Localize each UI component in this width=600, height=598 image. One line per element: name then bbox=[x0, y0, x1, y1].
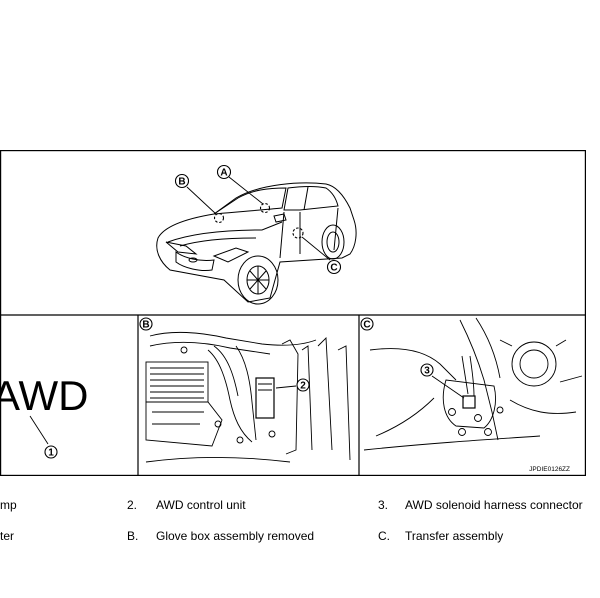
legend-item-3: AWD solenoid harness connector bbox=[405, 498, 583, 512]
legend-letter-b: B. bbox=[127, 529, 139, 543]
glove-box-removed-view: B bbox=[139, 317, 351, 463]
callout-1: 1 bbox=[44, 445, 58, 459]
svg-text:1: 1 bbox=[48, 448, 54, 459]
vehicle-overview-illustration bbox=[156, 182, 357, 305]
location-marker-b bbox=[213, 212, 225, 224]
legend-item-b: Glove box assembly removed bbox=[156, 529, 315, 543]
legend-letter-c: C. bbox=[378, 529, 390, 543]
svg-text:2: 2 bbox=[300, 381, 306, 392]
callout-b: B bbox=[174, 173, 190, 189]
svg-text:B: B bbox=[178, 177, 185, 188]
callout-3: 3 bbox=[420, 363, 434, 377]
figure-frame bbox=[0, 150, 586, 476]
legend-item-a: ter bbox=[0, 529, 15, 543]
image-code: JPDIE0126ZZ bbox=[529, 466, 570, 473]
legend-item-2: AWD control unit bbox=[156, 498, 246, 512]
legend-num-3: 3. bbox=[378, 498, 389, 512]
callout-c: C bbox=[326, 259, 342, 275]
awd-warning-lamp-panel: AWD 1 bbox=[0, 372, 88, 459]
callout-c-panel: C bbox=[360, 317, 374, 331]
svg-text:C: C bbox=[363, 320, 370, 331]
callout-2: 2 bbox=[296, 378, 310, 392]
location-marker-c bbox=[292, 227, 304, 239]
legend-item-c: Transfer assembly bbox=[405, 529, 504, 543]
svg-text:3: 3 bbox=[424, 366, 430, 377]
awd-lamp-text: AWD bbox=[0, 372, 88, 419]
location-marker-a bbox=[259, 202, 271, 214]
legend-num-2: 2. bbox=[127, 498, 138, 512]
callout-a: A bbox=[216, 164, 232, 180]
transfer-assembly-view: C bbox=[360, 317, 583, 473]
legend-item-1: mp bbox=[0, 498, 17, 512]
callout-b-panel: B bbox=[139, 317, 153, 331]
svg-text:A: A bbox=[220, 168, 227, 179]
component-location-figure: A B C AWD 1 B bbox=[0, 150, 586, 476]
svg-text:B: B bbox=[142, 320, 149, 331]
svg-text:C: C bbox=[330, 263, 337, 274]
